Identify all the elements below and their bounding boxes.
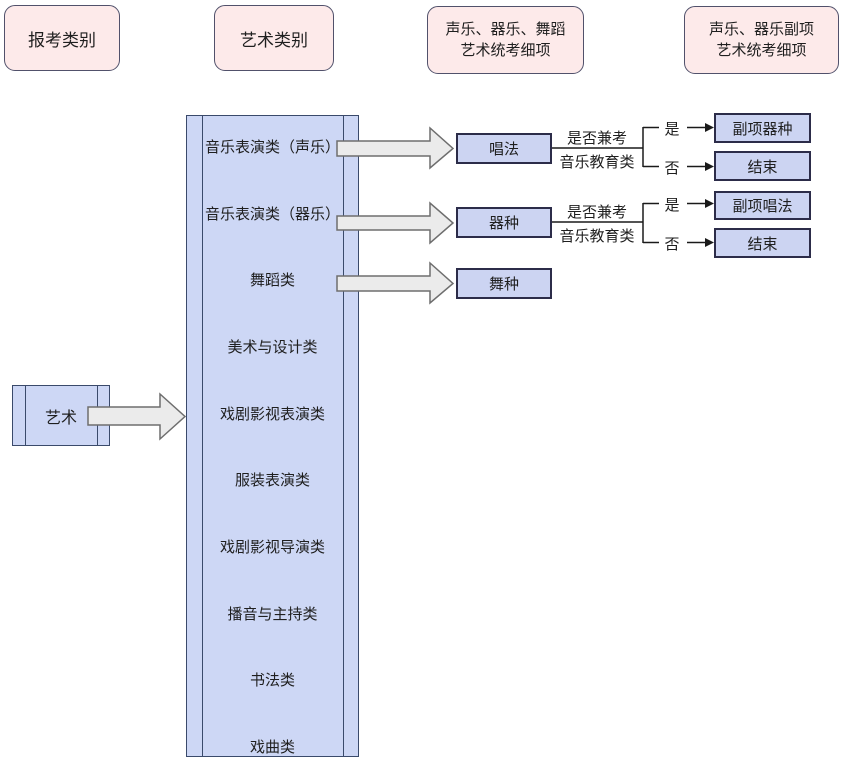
label-instr-no: 否 xyxy=(664,236,680,253)
label-instr-yes: 是 xyxy=(664,197,680,214)
column-inner-bar-right xyxy=(343,116,344,756)
node-end-instrumental: 结束 xyxy=(714,228,811,258)
condition-instr-line1: 是否兼考 xyxy=(566,204,627,221)
category-fine-arts-design: 美术与设计类 xyxy=(227,339,318,356)
arrowhead-instr-no xyxy=(705,238,714,247)
header-sub-item-exam-detail-line1: 声乐、器乐副项 xyxy=(708,21,814,38)
category-music-instrumental: 音乐表演类（器乐） xyxy=(204,206,340,223)
arrowhead-vocal-yes xyxy=(705,123,714,132)
category-calligraphy: 书法类 xyxy=(249,672,295,689)
category-opera: 戏曲类 xyxy=(249,739,295,756)
category-drama-film-performance: 戏剧影视表演类 xyxy=(219,406,325,423)
condition-vocal-line2: 音乐教育类 xyxy=(559,154,635,171)
category-drama-film-directing: 戏剧影视导演类 xyxy=(219,539,325,556)
block-arrow-instrumental xyxy=(336,201,455,245)
arrowhead-vocal-no xyxy=(705,162,714,171)
header-apply-category: 报考类别 xyxy=(4,5,120,71)
column-inner-bar-left xyxy=(202,116,203,756)
node-singing-method: 唱法 xyxy=(456,133,552,164)
header-unified-exam-detail-line2: 艺术统考细项 xyxy=(460,42,551,59)
header-art-category-label: 艺术类别 xyxy=(240,30,308,50)
condition-instr-line2: 音乐教育类 xyxy=(559,228,635,245)
node-dance-type: 舞种 xyxy=(456,268,552,299)
node-instrument-type: 器种 xyxy=(456,207,552,238)
header-unified-exam-detail-line1: 声乐、器乐、舞蹈 xyxy=(445,21,566,38)
node-end-vocal: 结束 xyxy=(714,151,811,181)
block-arrow-vocal xyxy=(336,126,455,170)
root-node-art: 艺术 xyxy=(12,385,110,446)
header-sub-item-exam-detail: 声乐、器乐副项 艺术统考细项 xyxy=(684,6,839,74)
category-music-vocal: 音乐表演类（声乐） xyxy=(204,139,340,156)
header-sub-item-exam-detail-line2: 艺术统考细项 xyxy=(716,42,807,59)
label-vocal-no: 否 xyxy=(664,160,680,177)
header-art-category: 艺术类别 xyxy=(214,5,334,71)
header-apply-category-label: 报考类别 xyxy=(28,30,96,50)
art-category-column xyxy=(186,115,359,757)
header-unified-exam-detail: 声乐、器乐、舞蹈 艺术统考细项 xyxy=(427,6,584,74)
root-inner-bar-left xyxy=(25,386,26,445)
root-node-label: 艺术 xyxy=(44,409,77,427)
arrowhead-instr-yes xyxy=(705,199,714,208)
category-dance: 舞蹈类 xyxy=(249,272,295,289)
block-arrow-root-to-column xyxy=(87,392,187,441)
node-sub-item-instrument: 副项器种 xyxy=(714,113,811,143)
block-arrow-dance xyxy=(336,261,455,305)
category-broadcasting-hosting: 播音与主持类 xyxy=(227,606,318,623)
category-fashion-performance: 服装表演类 xyxy=(234,472,310,489)
label-vocal-yes: 是 xyxy=(664,121,680,138)
node-sub-item-singing: 副项唱法 xyxy=(714,191,811,220)
condition-vocal-line1: 是否兼考 xyxy=(566,130,627,147)
